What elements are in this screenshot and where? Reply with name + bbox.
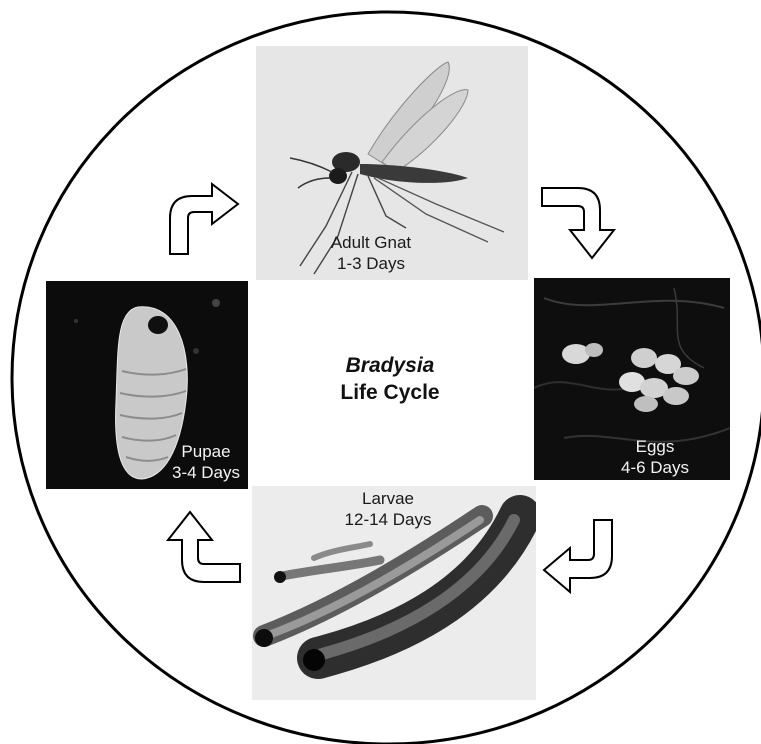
larvae-duration: 12-14 Days [318,509,458,530]
pupae-label: Pupae [150,441,248,462]
adult-gnat-photo: Adult Gnat 1-3 Days [256,46,528,280]
eggs-duration: 4-6 Days [590,457,720,478]
eggs-label: Eggs [590,436,720,457]
larvae-label: Larvae [318,488,458,509]
arrow-adult-to-eggs [540,184,620,264]
pupae-caption: Pupae 3-4 Days [150,441,248,483]
adult-gnat-caption: Adult Gnat 1-3 Days [296,232,446,274]
larvae-caption: Larvae 12-14 Days [318,488,458,530]
eggs-caption: Eggs 4-6 Days [590,436,720,478]
eggs-photo: Eggs 4-6 Days [534,278,730,480]
adult-gnat-duration: 1-3 Days [296,253,446,274]
arrow-larvae-to-pupae [164,506,244,586]
pupae-duration: 3-4 Days [150,462,248,483]
adult-gnat-label: Adult Gnat [296,232,446,253]
arrow-pupae-to-adult [166,178,246,258]
arrow-eggs-to-larvae [538,516,618,596]
title-subtitle: Life Cycle [300,379,480,406]
pupae-photo: Pupae 3-4 Days [46,281,248,489]
title-genus: Bradysia [300,352,480,379]
diagram-title: Bradysia Life Cycle [300,352,480,406]
larvae-photo: Larvae 12-14 Days [252,486,536,700]
